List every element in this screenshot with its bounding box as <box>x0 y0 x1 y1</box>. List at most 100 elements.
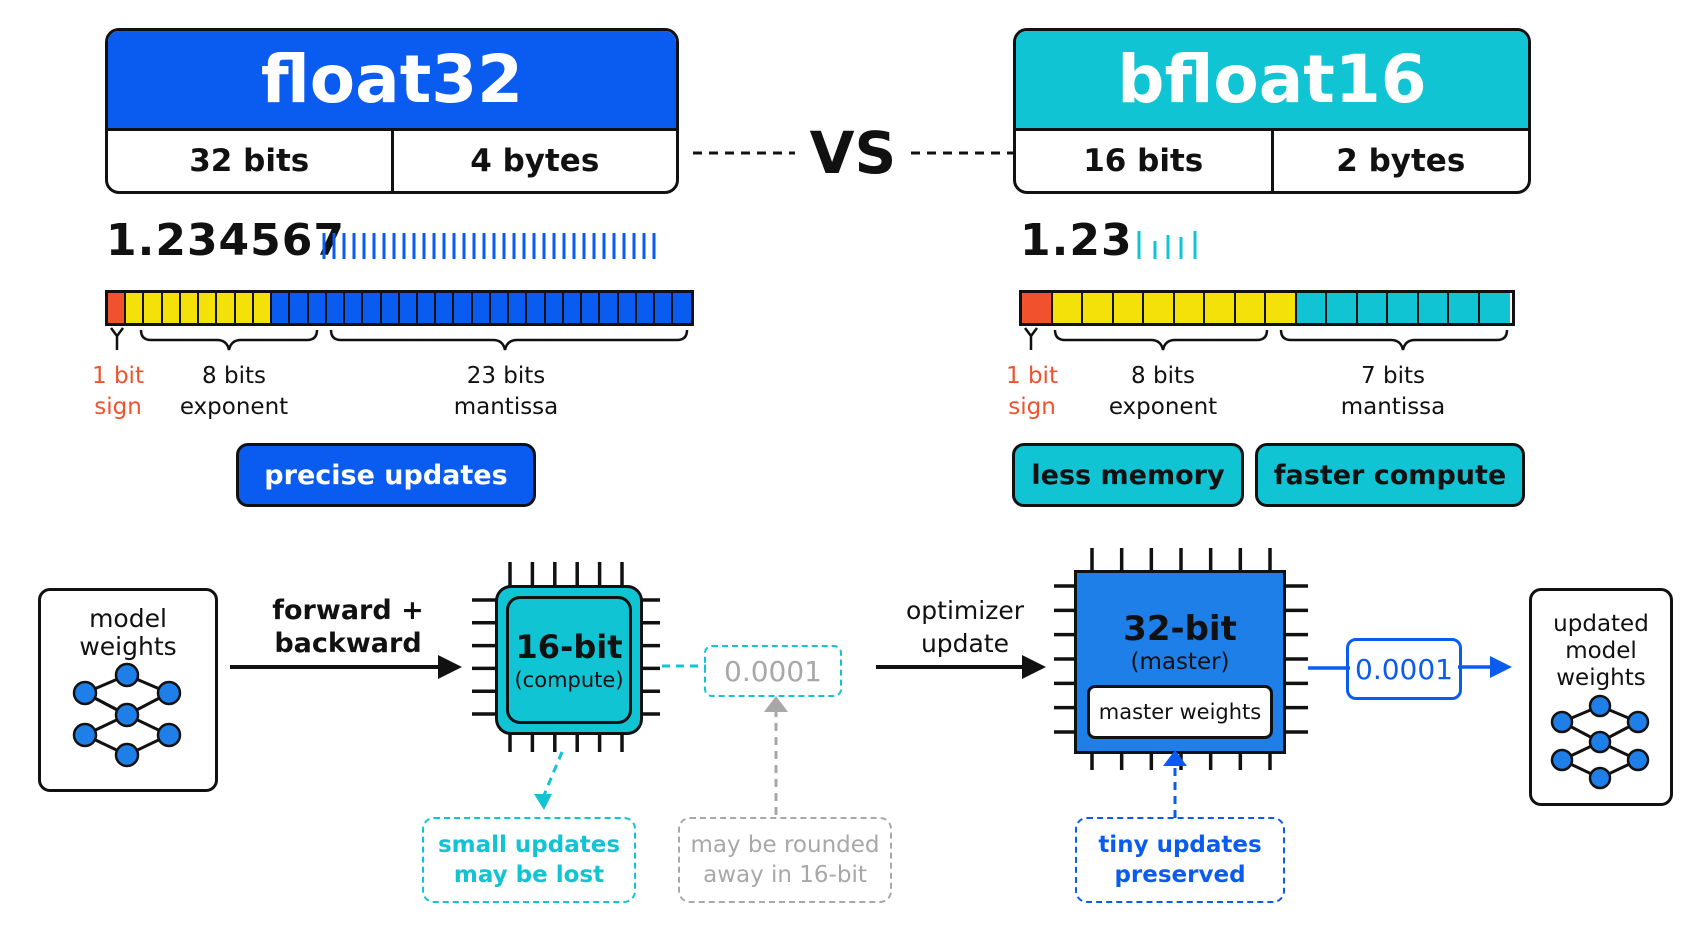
mantissa-bit <box>582 293 601 323</box>
sign-bit <box>108 293 127 323</box>
master-chip-title: 32-bit <box>1123 609 1237 649</box>
mantissa-bit <box>1327 293 1358 323</box>
compute-to-rounded-connector <box>662 664 706 668</box>
bfloat16-mantissa-brace <box>1279 329 1509 351</box>
mantissa-bit <box>509 293 528 323</box>
preserved-value-box: 0.0001 <box>1346 638 1462 700</box>
float32-header: float32 32 bits 4 bytes <box>105 28 679 194</box>
mantissa-bit <box>618 293 637 323</box>
bfloat16-mantissa-label: 7 bits mantissa <box>1340 363 1446 420</box>
mantissa-bit <box>600 293 619 323</box>
mantissa-bit <box>1449 293 1480 323</box>
float32-sign-label: 1 bit sign <box>92 363 144 420</box>
value-to-updated-arrow <box>1458 656 1512 678</box>
exponent-bit <box>180 293 200 323</box>
updated-model-weights-box: updated model weights <box>1529 588 1673 806</box>
mantissa-bit <box>381 293 400 323</box>
mantissa-bit <box>326 293 346 323</box>
sign-bit <box>1022 293 1053 323</box>
exponent-bit <box>162 293 181 323</box>
float32-precision-ticks <box>322 233 656 259</box>
exponent-bit <box>1266 293 1297 323</box>
float32-bits: 32 bits <box>189 143 310 179</box>
mantissa-bit <box>1296 293 1327 323</box>
bfloat16-field-braces <box>1024 327 1509 351</box>
less-memory-pill: less memory <box>1012 443 1244 507</box>
mantissa-bit <box>655 293 674 323</box>
note-connectors <box>534 696 1187 818</box>
mantissa-bit <box>527 293 546 323</box>
exponent-bit <box>1174 293 1205 323</box>
bfloat16-exponent-label: 8 bits exponent <box>1108 363 1218 420</box>
mantissa-bit <box>399 293 418 323</box>
exponent-bit <box>1205 293 1236 323</box>
optimizer-arrow <box>876 655 1046 679</box>
mantissa-bit <box>1357 293 1388 323</box>
compute-chip-title: 16-bit <box>515 628 623 666</box>
float32-mantissa-brace <box>329 329 689 351</box>
exponent-bit <box>144 293 163 323</box>
mantissa-bit <box>1388 293 1419 323</box>
float32-sign-marker <box>110 327 124 350</box>
exponent-bit <box>1113 293 1144 323</box>
bfloat16-bits: 16 bits <box>1083 143 1204 179</box>
exponent-bit <box>235 293 254 323</box>
bfloat16-bit-layout <box>1019 290 1515 326</box>
float32-title: float32 <box>108 31 676 128</box>
mantissa-bit <box>563 293 583 323</box>
lost-connector <box>540 751 564 801</box>
mantissa-bit <box>345 293 364 323</box>
exponent-bit <box>199 293 218 323</box>
bfloat16-header: bfloat16 16 bits 2 bytes <box>1013 28 1531 194</box>
rounded-away-note: may be rounded away in 16-bit <box>678 817 892 903</box>
master-weights-box: master weights <box>1087 685 1273 739</box>
float32-field-braces <box>110 327 689 351</box>
model-weights-label: model weights <box>79 604 177 661</box>
vs-label: VS <box>809 119 897 187</box>
mantissa-bit <box>1479 293 1510 323</box>
bfloat16-sign-label: 1 bit sign <box>1006 363 1058 420</box>
model-weights-box: model weights <box>38 588 218 792</box>
mantissa-bit <box>472 293 491 323</box>
exponent-bit <box>1052 293 1083 323</box>
small-updates-lost-note: small updates may be lost <box>422 817 636 903</box>
exponent-bit <box>253 293 273 323</box>
mantissa-bit <box>272 293 291 323</box>
bfloat16-example-value: 1.23 <box>1020 215 1133 266</box>
mantissa-bit <box>290 293 309 323</box>
master-to-value-arrow <box>1308 666 1350 670</box>
compute-chip: 16-bit (compute) <box>495 585 643 735</box>
neural-network-icon <box>72 662 182 768</box>
forward-backward-label: forward + backward <box>272 595 424 659</box>
mantissa-bit <box>673 293 691 323</box>
float32-exponent-brace <box>139 329 319 351</box>
forward-arrow <box>230 655 462 679</box>
mantissa-bit <box>417 293 437 323</box>
mantissa-bit <box>636 293 656 323</box>
exponent-bit <box>1144 293 1175 323</box>
tiny-updates-preserved-note: tiny updates preserved <box>1075 817 1285 903</box>
mantissa-bit <box>454 293 473 323</box>
mantissa-bit <box>436 293 455 323</box>
faster-compute-pill: faster compute <box>1255 443 1525 507</box>
mantissa-bit <box>1418 293 1449 323</box>
float32-mantissa-label: 23 bits mantissa <box>453 363 559 420</box>
bfloat16-exponent-brace <box>1053 329 1269 351</box>
float32-bytes: 4 bytes <box>390 131 677 191</box>
float32-bit-layout <box>105 290 694 326</box>
bfloat16-sign-marker <box>1024 327 1038 350</box>
optimizer-update-label: optimizer update <box>906 596 1024 658</box>
float32-exponent-label: 8 bits exponent <box>179 363 289 420</box>
vs-connector <box>693 151 1013 155</box>
exponent-bit <box>1083 293 1114 323</box>
compute-chip-sub: (compute) <box>514 668 624 692</box>
rounded-value-box: 0.0001 <box>704 645 842 697</box>
updated-model-weights-label: updated model weights <box>1553 611 1649 691</box>
master-chip: 32-bit (master) master weights <box>1074 570 1286 754</box>
exponent-bit <box>126 293 145 323</box>
bfloat16-precision-ticks <box>1137 231 1197 259</box>
master-chip-sub: (master) <box>1130 649 1230 675</box>
exponent-bit <box>217 293 236 323</box>
precise-updates-pill: precise updates <box>236 443 536 507</box>
bfloat16-title: bfloat16 <box>1016 31 1528 128</box>
